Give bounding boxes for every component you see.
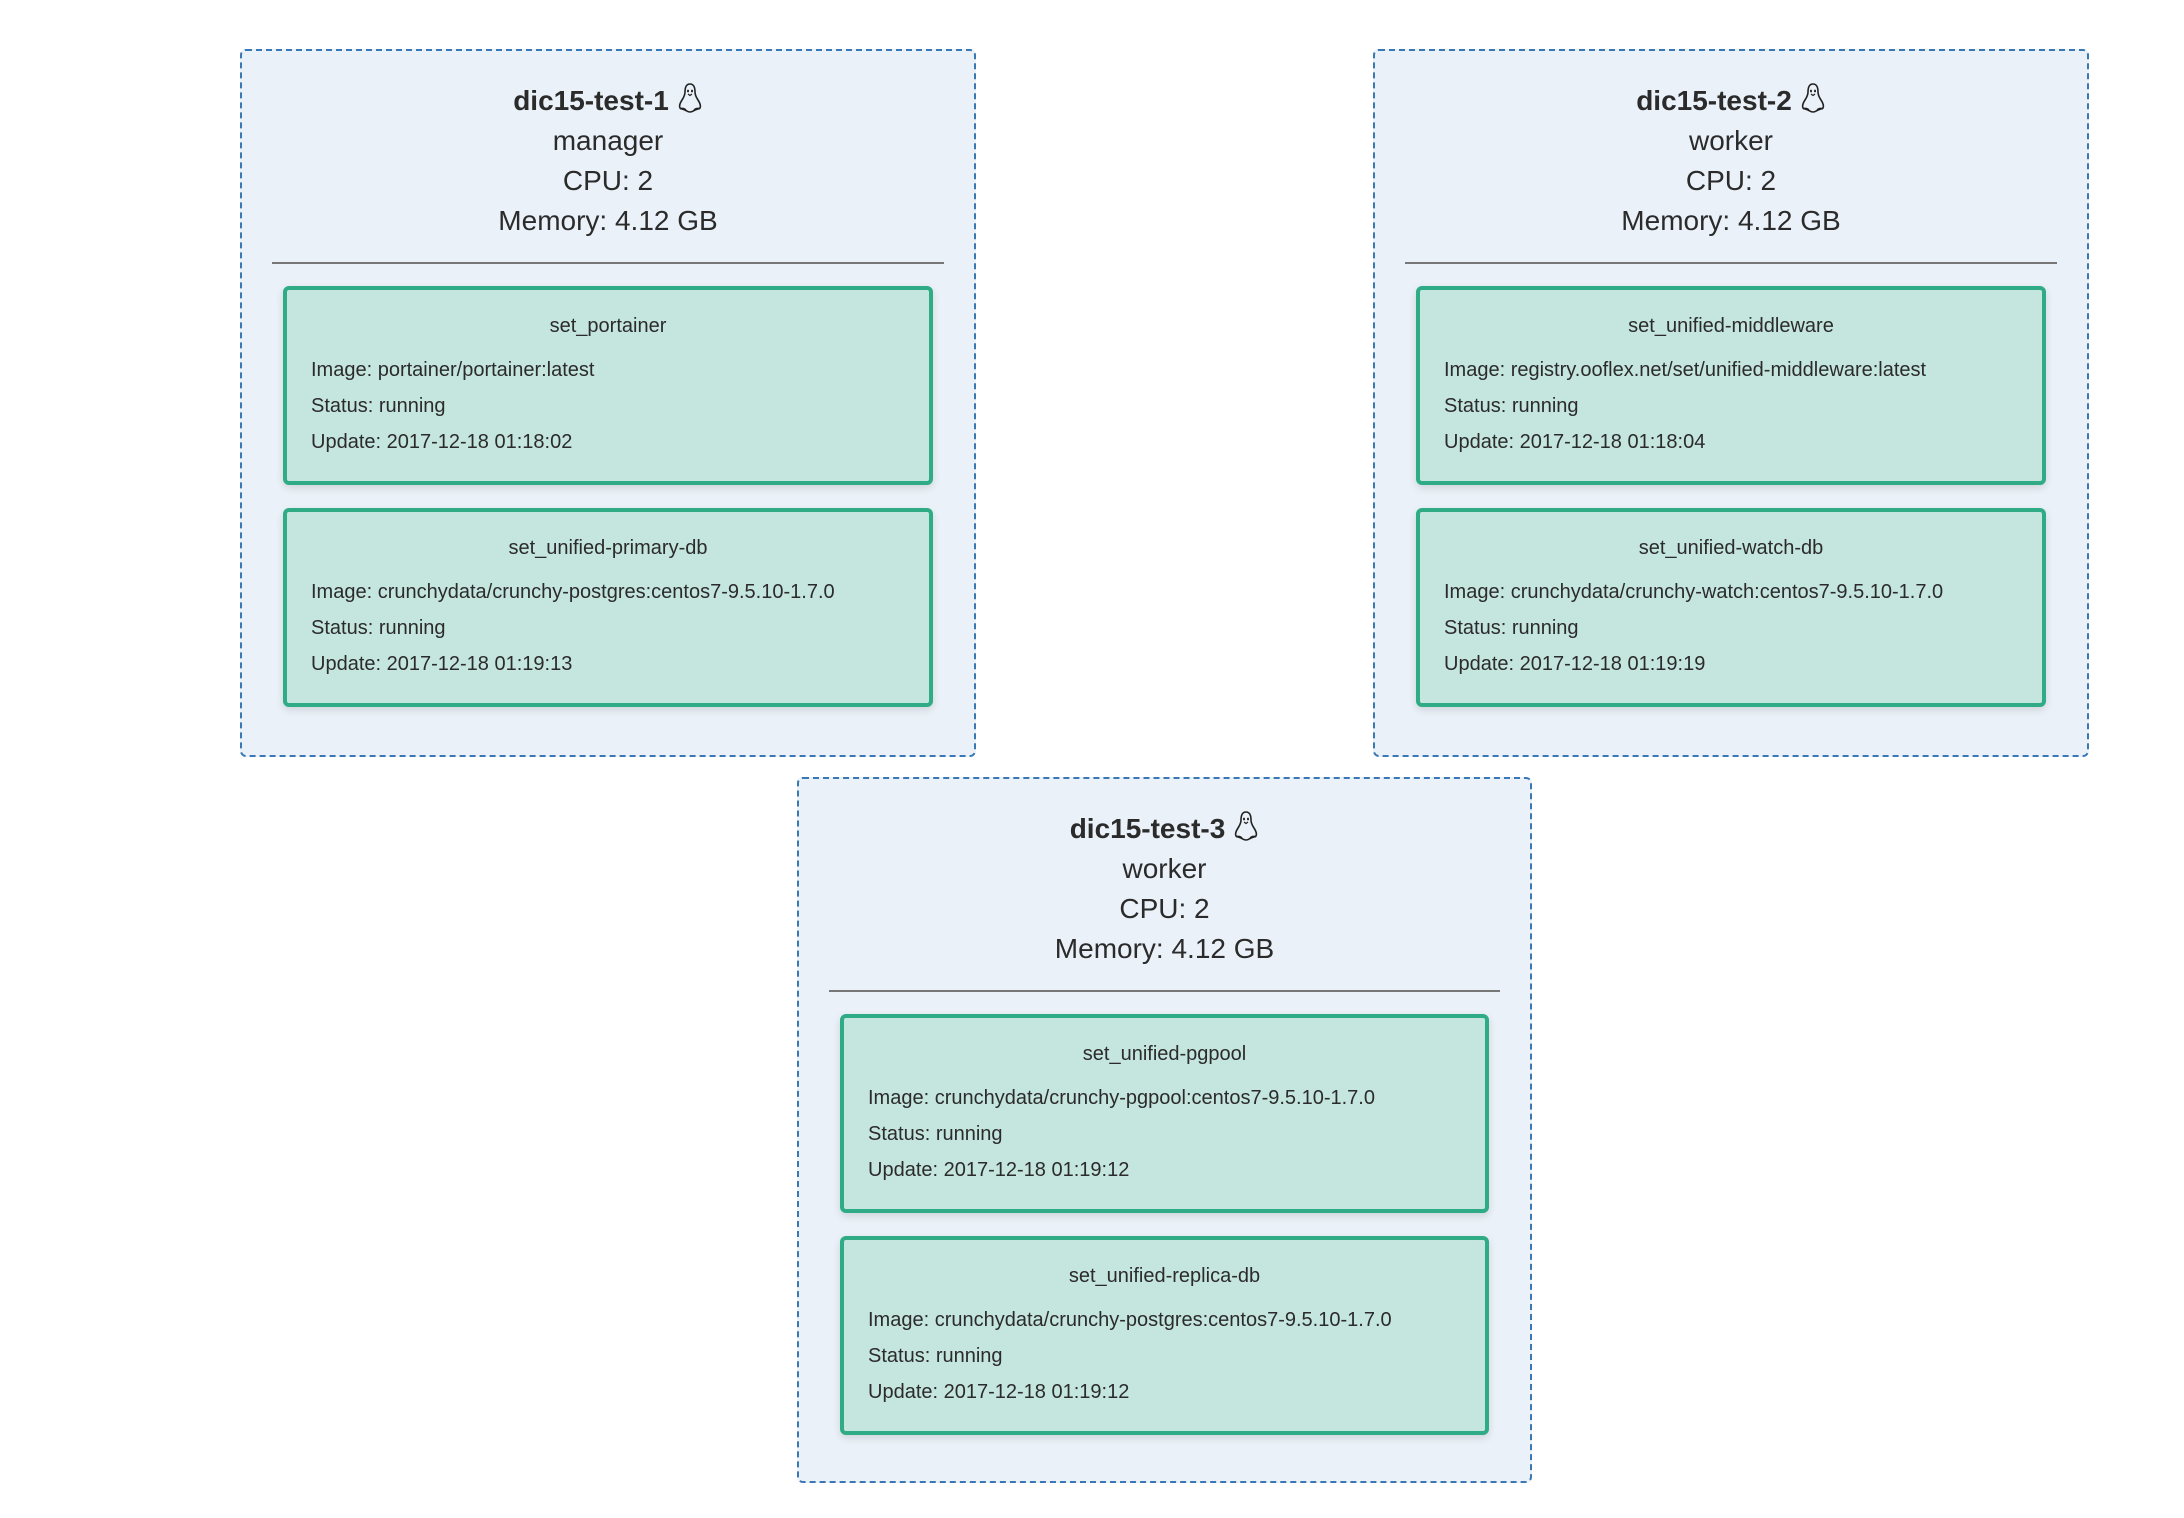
service-name: set_unified-replica-db bbox=[1068, 1265, 1261, 1287]
service-image: Image: crunchydata/crunchy-pgpool:centos… bbox=[868, 1087, 1375, 1109]
node-card: dic15-test-1 manager CPU: 2 Memory: 4.12… bbox=[240, 49, 976, 757]
node-memory: Memory: 4.12 GB bbox=[498, 205, 718, 236]
service-update: Update: 2017-12-18 01:18:04 bbox=[1444, 431, 1706, 453]
divider bbox=[829, 990, 1500, 992]
node-name: dic15-test-1 bbox=[513, 85, 669, 116]
service-card[interactable]: set_unified-middleware Image: registry.o… bbox=[1416, 286, 2046, 485]
service-card[interactable]: set_portainer Image: portainer/portainer… bbox=[283, 286, 933, 485]
service-update: Update: 2017-12-18 01:19:12 bbox=[868, 1381, 1130, 1403]
service-name: set_unified-watch-db bbox=[1638, 537, 1824, 559]
node-header: dic15-test-1 manager CPU: 2 Memory: 4.12… bbox=[272, 81, 944, 241]
node-name: dic15-test-2 bbox=[1636, 85, 1792, 116]
service-update: Update: 2017-12-18 01:18:02 bbox=[311, 431, 573, 453]
divider bbox=[272, 262, 944, 264]
node-cpu: CPU: 2 bbox=[1685, 165, 1777, 196]
node-name: dic15-test-3 bbox=[1069, 813, 1226, 844]
service-card[interactable]: set_unified-replica-db Image: crunchydat… bbox=[840, 1236, 1489, 1435]
node-memory: Memory: 4.12 GB bbox=[1621, 205, 1841, 236]
service-card[interactable]: set_unified-primary-db Image: crunchydat… bbox=[283, 508, 933, 707]
service-name: set_portainer bbox=[549, 315, 667, 337]
divider bbox=[1405, 262, 2057, 264]
service-card[interactable]: set_unified-pgpool Image: crunchydata/cr… bbox=[840, 1014, 1489, 1213]
node-cpu: CPU: 2 bbox=[562, 165, 654, 196]
service-update: Update: 2017-12-18 01:19:19 bbox=[1444, 653, 1706, 675]
node-card: dic15-test-3 worker CPU: 2 Memory: 4.12 … bbox=[797, 777, 1532, 1483]
service-status: Status: running bbox=[868, 1345, 1003, 1367]
service-update: Update: 2017-12-18 01:19:12 bbox=[868, 1159, 1130, 1181]
service-update: Update: 2017-12-18 01:19:13 bbox=[311, 653, 573, 675]
service-status: Status: running bbox=[1444, 395, 1579, 417]
node-cpu: CPU: 2 bbox=[1119, 893, 1210, 924]
service-status: Status: running bbox=[311, 395, 446, 417]
service-image: Image: registry.ooflex.net/set/unified-m… bbox=[1444, 359, 1927, 381]
service-image: Image: crunchydata/crunchy-postgres:cent… bbox=[868, 1309, 1392, 1331]
service-name: set_unified-pgpool bbox=[1082, 1043, 1247, 1065]
linux-tux-icon bbox=[1800, 82, 1826, 114]
service-image: Image: portainer/portainer:latest bbox=[311, 359, 595, 381]
node-role: worker bbox=[1122, 853, 1207, 884]
node-header: dic15-test-3 worker CPU: 2 Memory: 4.12 … bbox=[829, 809, 1500, 969]
node-role: manager bbox=[552, 125, 664, 156]
node-memory: Memory: 4.12 GB bbox=[1054, 933, 1275, 964]
node-role: worker bbox=[1688, 125, 1773, 156]
service-card[interactable]: set_unified-watch-db Image: crunchydata/… bbox=[1416, 508, 2046, 707]
service-image: Image: crunchydata/crunchy-watch:centos7… bbox=[1444, 581, 1944, 603]
service-status: Status: running bbox=[1444, 617, 1579, 639]
service-name: set_unified-primary-db bbox=[508, 537, 708, 559]
node-header: dic15-test-2 worker CPU: 2 Memory: 4.12 … bbox=[1405, 81, 2057, 241]
linux-tux-icon bbox=[1233, 810, 1259, 842]
service-status: Status: running bbox=[868, 1123, 1003, 1145]
node-card: dic15-test-2 worker CPU: 2 Memory: 4.12 … bbox=[1373, 49, 2089, 757]
service-status: Status: running bbox=[311, 617, 446, 639]
linux-tux-icon bbox=[677, 82, 703, 114]
service-image: Image: crunchydata/crunchy-postgres:cent… bbox=[311, 581, 835, 603]
service-name: set_unified-middleware bbox=[1628, 315, 1834, 337]
